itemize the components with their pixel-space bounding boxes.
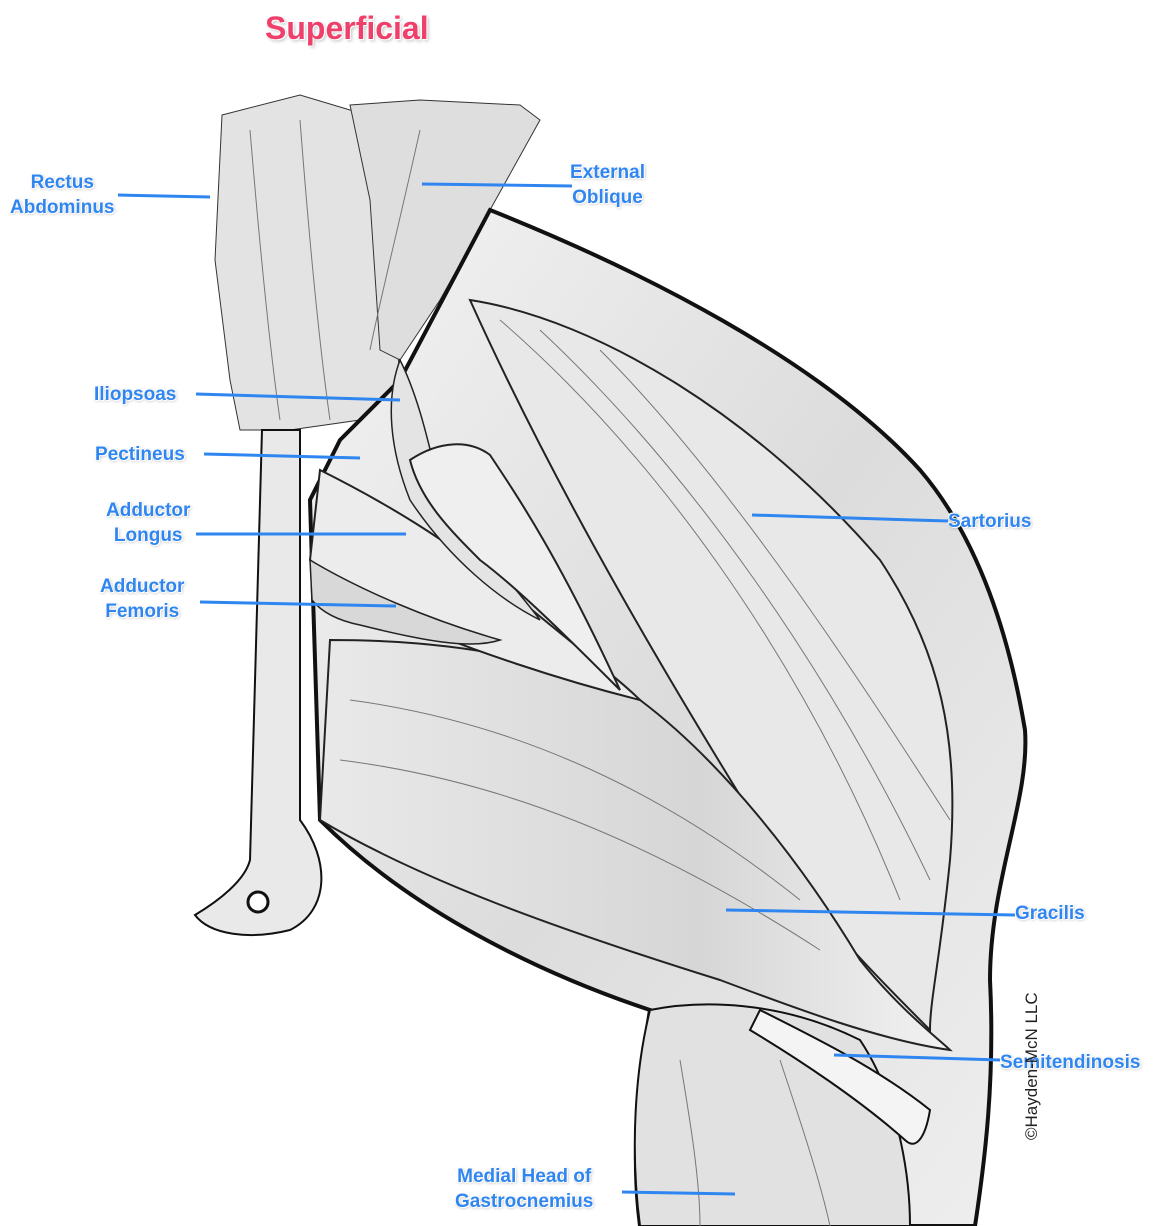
label-rectus-abdominus: Rectus Abdominus (10, 172, 115, 218)
label-external-oblique: External Oblique (570, 162, 645, 208)
leader-iliopsoas (195, 392, 401, 402)
diagram-title: Superficial (265, 10, 429, 46)
label-sartorius: Sartorius (948, 511, 1032, 532)
label-medial-head-gastrocnemius: Medial Head of Gastrocnemius (455, 1166, 594, 1212)
label-adductor-longus: Adductor Longus (106, 500, 191, 546)
sartorius-muscle (468, 298, 954, 1033)
leader-adductor-femoris (199, 600, 397, 608)
leader-rectus (117, 193, 211, 199)
muscle-fiber-lines (249, 119, 951, 1226)
leader-gastrocnemius (621, 1190, 736, 1196)
copyright-credit: ©Hayden-McN LLC (1022, 992, 1041, 1140)
leader-pectineus (203, 452, 361, 460)
leader-gracilis (725, 908, 1016, 917)
label-gracilis: Gracilis (1015, 903, 1085, 924)
adductor-femoris-muscle (309, 558, 503, 645)
label-pectineus: Pectineus (95, 444, 185, 465)
label-iliopsoas: Iliopsoas (94, 384, 177, 405)
leader-sartorius (751, 513, 949, 523)
leader-semitendinosis (833, 1053, 1001, 1062)
label-semitendinosis: Semitendinosis (1000, 1052, 1141, 1073)
cord-end (246, 890, 270, 914)
cord-structure (193, 429, 323, 936)
pectineus-muscle (408, 443, 621, 691)
leader-external-oblique (421, 182, 573, 188)
label-adductor-femoris: Adductor Femoris (100, 576, 185, 622)
semitendinosis-tendon (748, 1008, 932, 1145)
leader-lines (117, 182, 1016, 1196)
